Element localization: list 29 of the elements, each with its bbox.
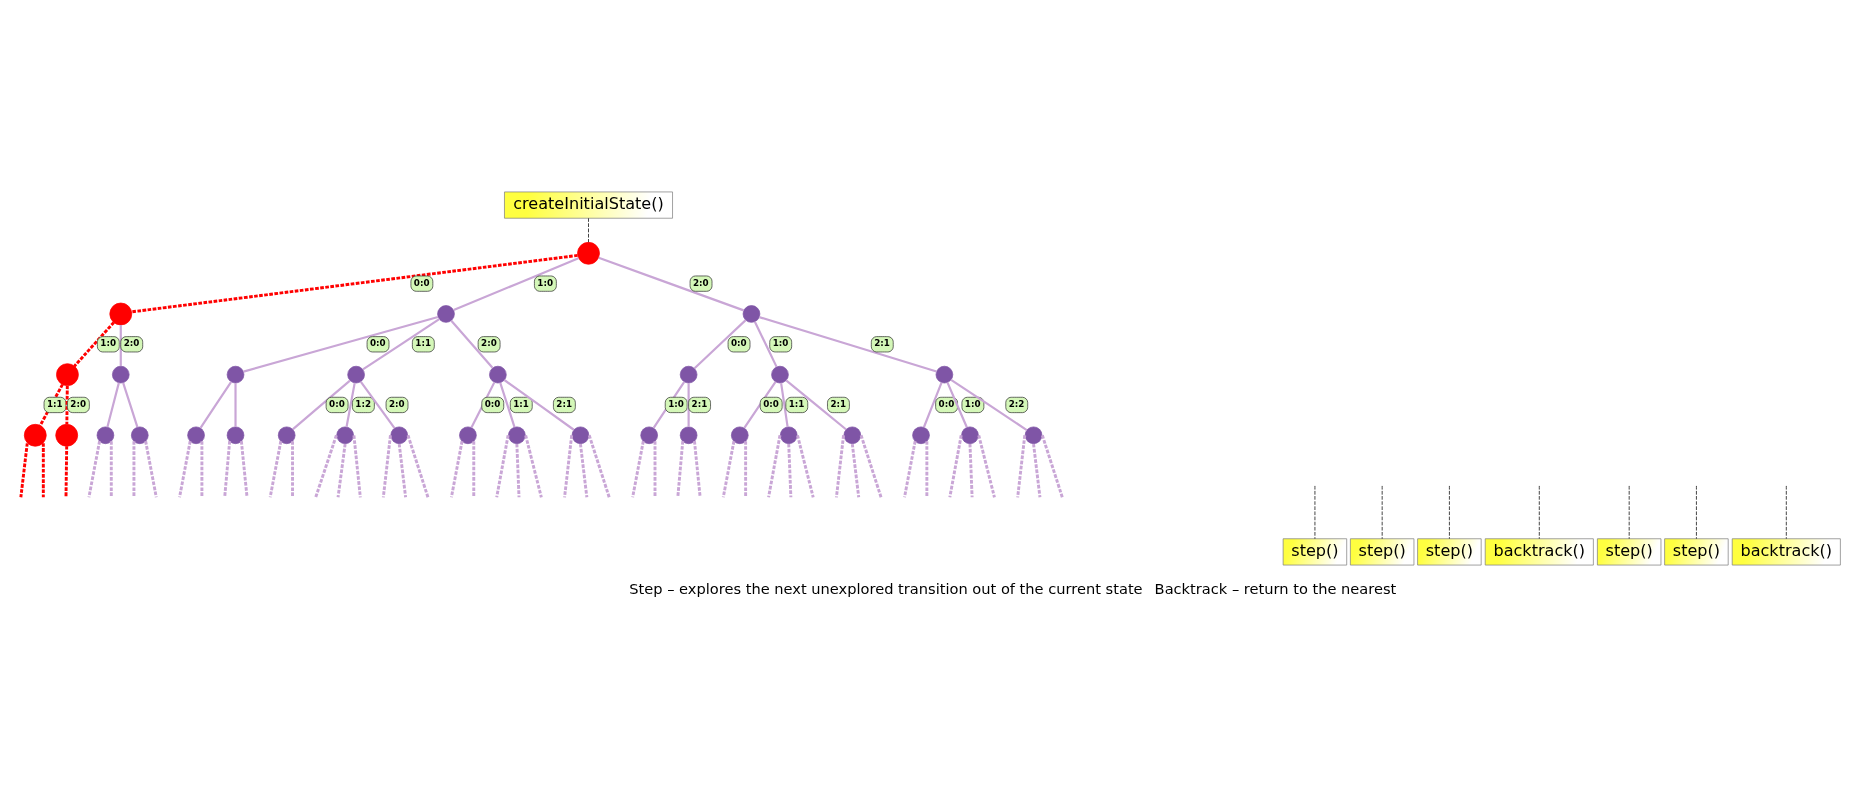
edge-label: 1:2 (355, 398, 372, 409)
edge-label: 0:0 (329, 398, 345, 409)
edge-label: 2:0 (123, 337, 140, 348)
edge-label: 2:0 (693, 277, 709, 288)
edge-label: 0:0 (731, 337, 747, 348)
edge-label: 0:0 (484, 398, 501, 409)
label: Step – explores the next unexplored transition out of the current state (629, 579, 1143, 597)
edge-label: 1:1 (513, 398, 529, 409)
edge-label: 2:1 (556, 398, 573, 409)
edge-label: 2:1 (874, 337, 890, 348)
edge-label: 0:0 (369, 337, 386, 348)
edge-label: 1:0 (964, 398, 981, 409)
edge-label: 1:0 (537, 277, 554, 288)
edge-label: 2:2 (1008, 398, 1025, 409)
edge-label: 2:0 (388, 398, 405, 409)
edge-label: 1:1 (415, 337, 431, 348)
label: Backtrack – return to the nearest (1154, 579, 1397, 597)
edge-label: 2:0 (481, 337, 497, 348)
edge-label: 2:1 (691, 398, 708, 409)
edge-label: 1:0 (772, 337, 789, 348)
edge-label: 2:1 (830, 398, 847, 409)
edge-label: 1:0 (668, 398, 684, 409)
edge-label: 0:0 (938, 398, 955, 409)
edge-label: 2:0 (70, 398, 87, 409)
edge-label: 0:0 (413, 277, 430, 288)
edge-label: 1:1 (788, 398, 805, 409)
edge-label: 1:0 (100, 337, 117, 348)
edge-label: 0:0 (763, 398, 779, 409)
edge-label: 1:1 (46, 398, 63, 409)
